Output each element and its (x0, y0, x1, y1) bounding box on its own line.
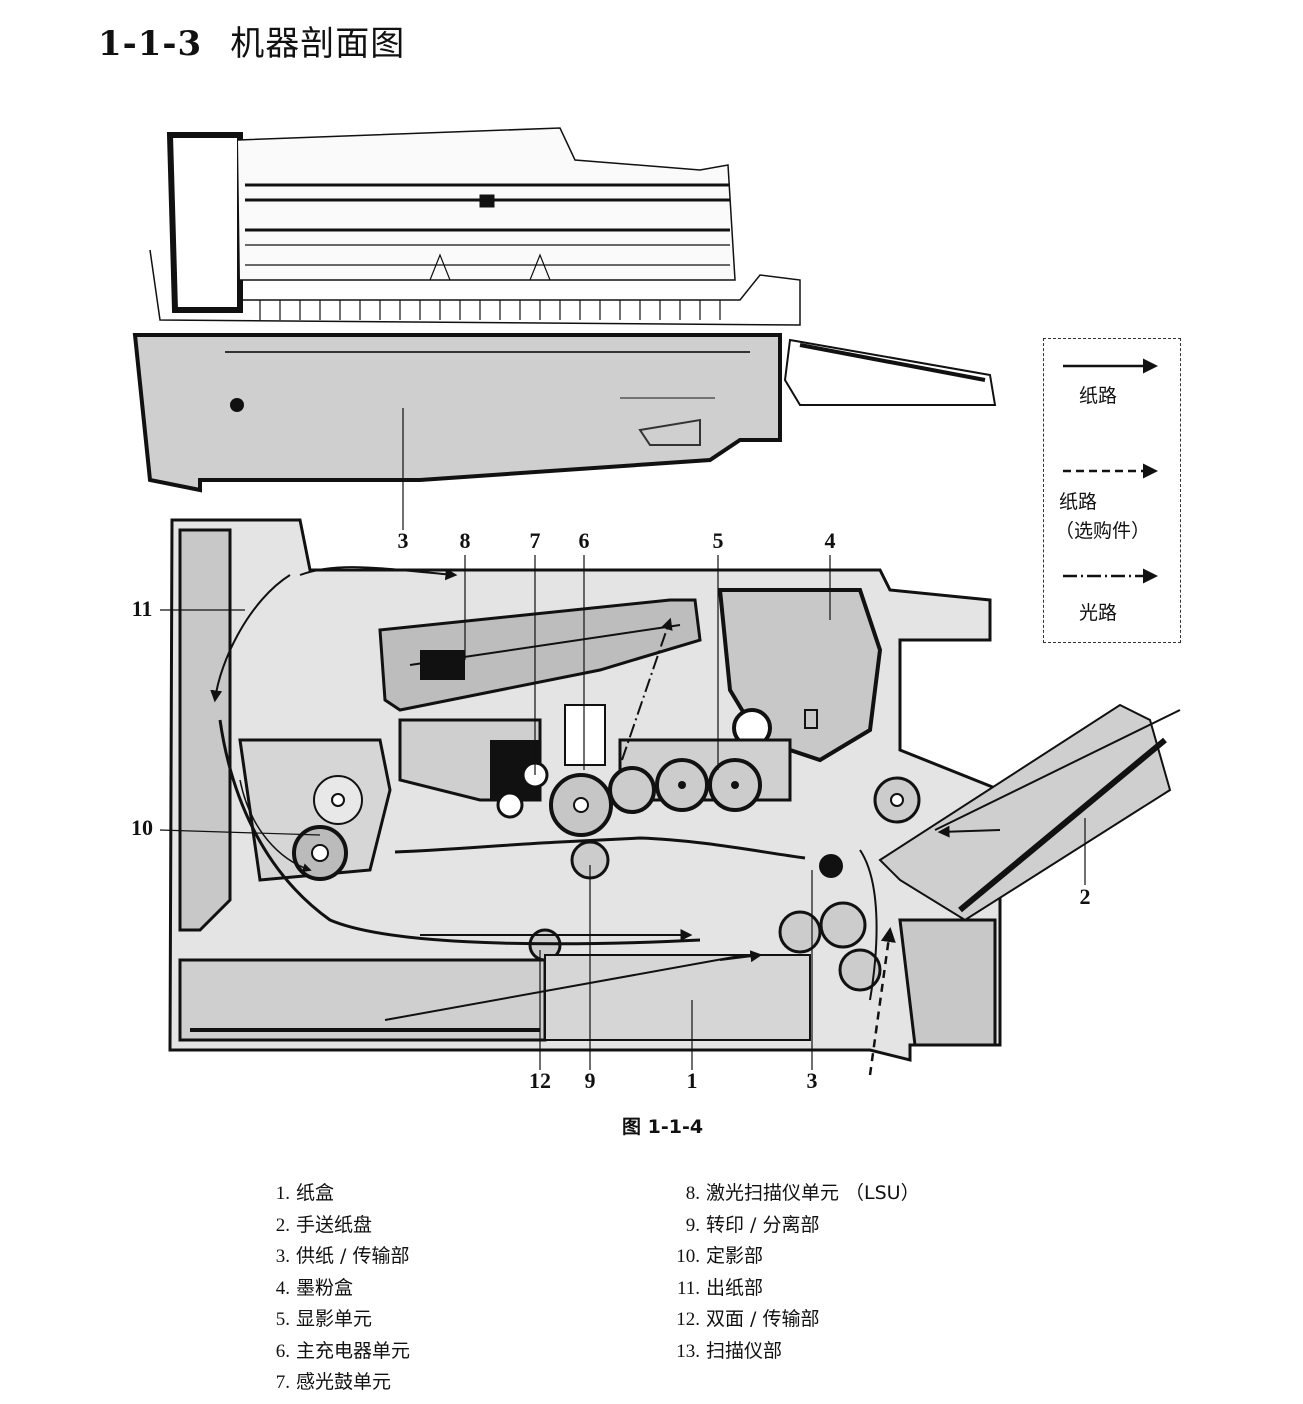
callout-13: 3 (397, 528, 409, 553)
callout-7: 7 (529, 528, 541, 553)
part-item: 8.激光扫描仪单元 （LSU） (685, 1182, 920, 1204)
bypass-tray (878, 703, 1181, 922)
part-item: 11.出纸部 (676, 1276, 764, 1299)
section-number: 1-1-3 (98, 24, 203, 64)
legend-paper-path: 纸路 (1079, 385, 1118, 407)
path-legend (1043, 338, 1181, 643)
part-item: 3.供纸 / 传输部 (275, 1245, 410, 1267)
callout-9: 9 (584, 1068, 596, 1093)
legend-optional-paper-path-note: （选购件） (1055, 520, 1151, 542)
callout-8: 8 (459, 528, 471, 553)
callout-1: 1 (686, 1068, 698, 1093)
legend-optional-paper-path: 纸路 (1059, 491, 1098, 513)
legend-arrows (1063, 358, 1158, 584)
callout-12: 12 (529, 1068, 551, 1093)
callout-6: 6 (578, 528, 590, 553)
parts-list-right: 8.激光扫描仪单元 （LSU） 9.转印 / 分离部 10.定影部 11.出纸部… (672, 1178, 920, 1367)
legend-optical-path: 光路 (1079, 602, 1118, 624)
document-feeder (149, 127, 801, 326)
part-item: 10.定影部 (676, 1245, 764, 1267)
part-item: 4.墨粉盒 (275, 1276, 354, 1299)
callout-5: 5 (712, 528, 724, 553)
part-item: 13.扫描仪部 (676, 1339, 783, 1362)
output-tray (783, 338, 997, 406)
callout-2: 2 (1079, 884, 1091, 909)
part-item: 1.纸盒 (275, 1182, 335, 1204)
paper-path-lines (210, 566, 1001, 1076)
callout-leader-lines (159, 408, 1086, 1070)
scanner-unit (132, 333, 782, 493)
part-item: 12.双面 / 传输部 (676, 1308, 820, 1330)
figure-caption: 图 1-1-4 (622, 1116, 704, 1138)
part-item: 9.转印 / 分离部 (685, 1213, 820, 1236)
toner-container (717, 588, 883, 763)
fuser-unit (238, 738, 392, 882)
parts-list-left: 1.纸盒 2.手送纸盘 3.供纸 / 传输部 4.墨粉盒 5.显影单元 6.主充… (262, 1178, 410, 1399)
laser-scanner-unit (378, 598, 702, 712)
callout-11: 11 (131, 596, 153, 621)
callout-4: 4 (824, 528, 836, 553)
part-item: 5.显影单元 (275, 1308, 373, 1330)
paper-cassette (178, 954, 811, 1042)
callout-10: 10 (131, 815, 153, 840)
callout-3: 3 (806, 1068, 818, 1093)
section-heading: 1-1-3 机器剖面图 (98, 16, 405, 65)
part-item: 2.手送纸盘 (275, 1213, 373, 1236)
paper-feed-section (528, 776, 921, 992)
part-item: 7.感光鼓单元 (275, 1371, 392, 1393)
process-unit (398, 704, 792, 837)
section-title: 机器剖面图 (230, 24, 406, 64)
part-item: 6.主充电器单元 (275, 1339, 411, 1362)
